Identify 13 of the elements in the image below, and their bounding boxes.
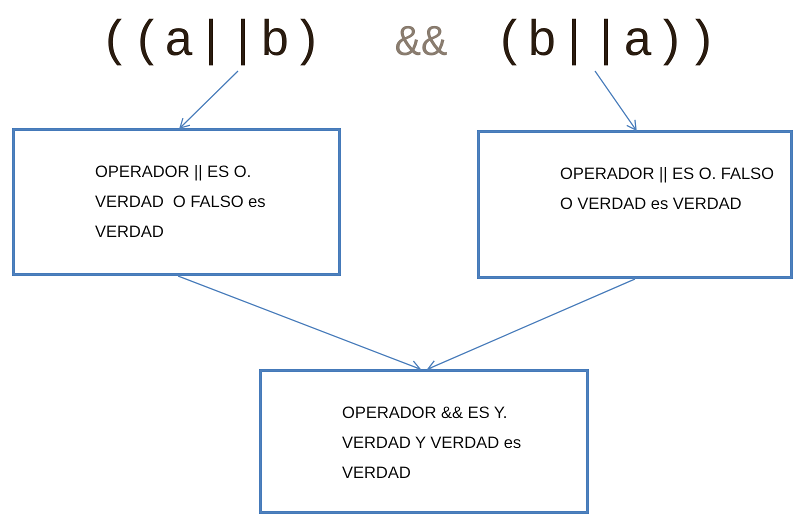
code-expression: (b||a)) xyxy=(495,15,720,71)
process-box xyxy=(12,128,341,276)
arrow xyxy=(178,275,421,372)
process-box xyxy=(259,369,589,514)
code-expression: ((a||b) xyxy=(100,15,324,71)
arrow xyxy=(427,278,636,371)
box-text: OPERADOR || ES O. VERDAD O FALSO es VERDAD xyxy=(95,162,267,243)
operator-label: && xyxy=(395,18,448,71)
arrow xyxy=(594,70,637,131)
box-text: OPERADOR && ES Y. VERDAD Y VERDAD es VERDAD xyxy=(342,403,522,484)
arrow xyxy=(179,70,238,129)
box-text: OPERADOR || ES O. FALSO O VERDAD es VERDAD xyxy=(560,164,775,215)
process-box xyxy=(477,130,793,279)
